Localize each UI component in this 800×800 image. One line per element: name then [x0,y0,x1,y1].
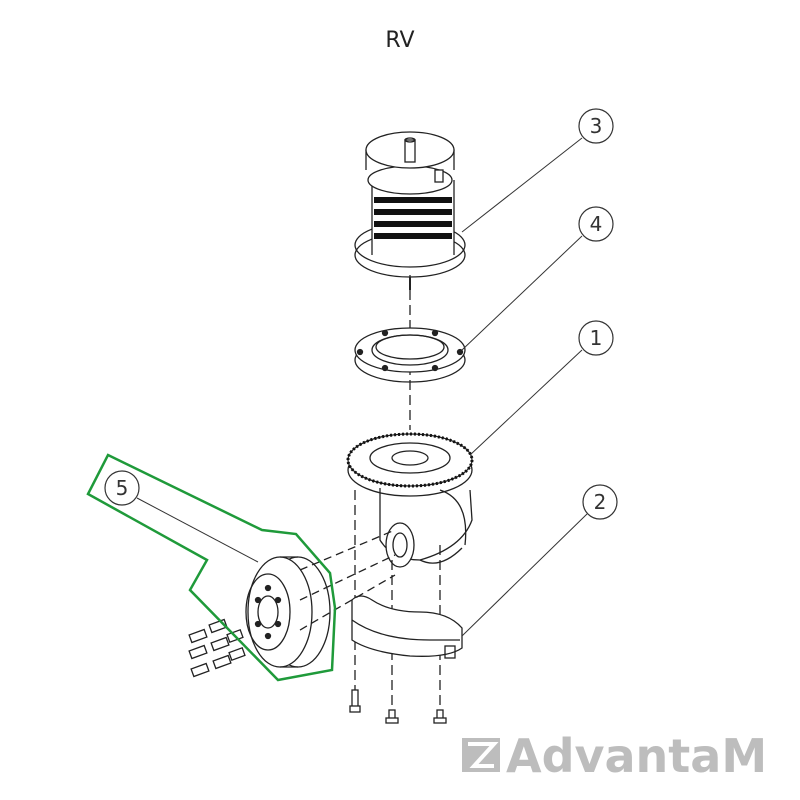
callout-3-label: 3 [590,114,603,138]
callout-4: 4 [578,206,614,242]
wheel-bolts [188,618,246,678]
callout-5-label: 5 [116,476,129,500]
screws [349,689,447,724]
callout-1-label: 1 [590,326,603,350]
diagram-title: RV [385,28,415,53]
callout-5: 5 [104,470,140,506]
part-4-ring [354,327,466,383]
callout-2-label: 2 [594,490,607,514]
part-5-highlight-outline [86,453,337,682]
part-3-motor [354,131,466,290]
callout-1: 1 [578,320,614,356]
leader-lines [136,137,588,637]
part-1-housing [346,432,474,568]
callout-3: 3 [578,108,614,144]
part-5-wheel [245,556,331,668]
part-2-bracket [351,595,463,659]
advantam-logo-text: AdvantaM [506,729,767,783]
wheel-axis-lines [299,529,396,631]
advantam-logo-icon [462,738,500,772]
callout-4-label: 4 [590,212,603,236]
callout-2: 2 [582,484,618,520]
advantam-logo: AdvantaM [462,729,767,783]
